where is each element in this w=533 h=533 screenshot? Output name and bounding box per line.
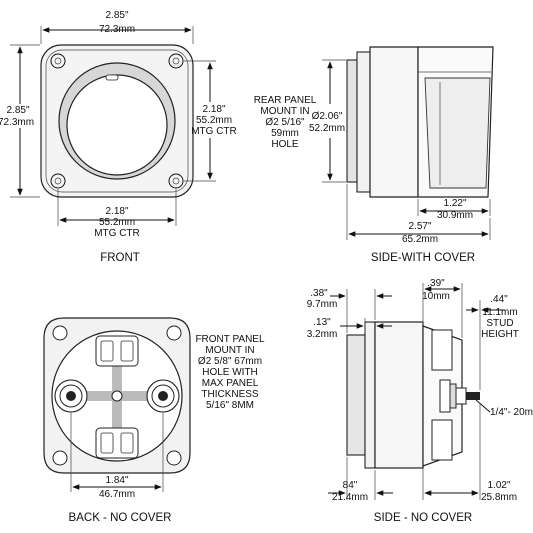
back-mount-hole-tl — [52, 325, 68, 341]
back-note-line6: THICKNESS — [201, 389, 259, 400]
front-mount-hole-bl — [50, 173, 66, 189]
side-dia-in: Ø2.06" — [312, 111, 343, 122]
nc-flange — [364, 321, 376, 469]
nc-d-label2: HEIGHT — [481, 329, 519, 340]
rear-panel-line3: Ø2 5/16" — [265, 117, 305, 128]
nc-a-in: .38" — [310, 288, 328, 299]
nc-f-in: 1.02" — [487, 480, 510, 491]
back-note-line7: 5/16" 8MM — [206, 400, 254, 411]
front-mount-hole-tr — [168, 53, 184, 69]
side-with-cover-view: REAR PANEL MOUNT IN Ø2 5/16" 59mm HOLE Ø… — [254, 46, 494, 264]
back-note-line2: MOUNT IN — [205, 345, 254, 356]
side-depth1-mm: 30.9mm — [437, 210, 473, 221]
front-mtg-right-in: 2.18" — [202, 104, 225, 115]
back-mount-hole-tr — [166, 325, 182, 341]
back-title: BACK - NO COVER — [69, 512, 172, 524]
back-note-line3: Ø2 5/8" 67mm — [198, 356, 262, 367]
back-mount-hole-br — [166, 450, 182, 466]
nc-boot-bottom — [431, 419, 453, 461]
side-depth2-in: 2.57" — [408, 221, 431, 232]
back-boot-bottom — [95, 427, 139, 459]
knob-indicator — [105, 74, 119, 81]
front-mtg-bottom-in: 2.18" — [105, 206, 128, 217]
side-dia-mm: 52.2mm — [309, 123, 345, 134]
front-height-in: 2.85" — [6, 105, 29, 116]
back-boot-top — [95, 335, 139, 367]
nc-c-mm: 10mm — [422, 291, 450, 302]
back-center-hub — [111, 390, 123, 402]
back-note-line5: MAX PANEL — [202, 378, 259, 389]
back-view: FRONT PANEL MOUNT IN Ø2 5/8" 67mm HOLE W… — [43, 317, 265, 524]
nc-c-in: .39" — [427, 278, 445, 289]
side-cover-title: SIDE-WITH COVER — [371, 252, 475, 264]
rear-panel-line5: HOLE — [271, 139, 299, 150]
front-mtg-right-label: MTG CTR — [191, 126, 237, 137]
rear-boss — [346, 59, 358, 183]
front-mount-hole-tl — [50, 53, 66, 69]
front-height-mm: 72.3mm — [0, 117, 34, 128]
nc-b-in: .13" — [313, 317, 331, 328]
nc-b-mm: 3.2mm — [307, 329, 338, 340]
back-note-line4: HOLE WITH — [202, 367, 258, 378]
nc-stud — [466, 392, 480, 400]
front-width-in: 2.85" — [105, 10, 128, 21]
nc-boot-top — [431, 329, 453, 371]
rear-panel-line4: 59mm — [271, 128, 299, 139]
nc-d-in: .44" — [490, 294, 508, 305]
side-depth2-mm: 65.2mm — [402, 234, 438, 245]
front-title: FRONT — [100, 252, 140, 264]
rear-panel-line2: MOUNT IN — [260, 106, 309, 117]
nc-e-mm: 21.4mm — [332, 492, 368, 503]
front-mount-hole-br — [168, 173, 184, 189]
back-note-line1: FRONT PANEL — [195, 334, 265, 345]
nc-f-mm: 25.8mm — [481, 492, 517, 503]
front-width-mm: 72.3mm — [99, 24, 135, 35]
back-mount-hole-bl — [52, 450, 68, 466]
back-stud-in: 1.84" — [105, 475, 128, 486]
cover-body — [369, 46, 419, 198]
nc-e-in: 84" — [343, 480, 358, 491]
side-depth1-in: 1.22" — [443, 198, 466, 209]
nc-body — [374, 321, 424, 469]
nc-a-mm: 9.7mm — [307, 299, 338, 310]
front-mtg-right-mm: 55.2mm — [196, 115, 232, 126]
flange — [356, 51, 371, 193]
side-nocover-title: SIDE - NO COVER — [374, 512, 472, 524]
front-knob-face — [66, 74, 168, 176]
front-view: 2.85" 72.3mm 2.85" 72.3mm 2.18" 55.2mm M… — [0, 10, 237, 264]
back-stud-mm: 46.7mm — [99, 489, 135, 500]
nc-thread: 1/4"- 20mm — [490, 407, 533, 418]
front-mtg-bottom-label: MTG CTR — [94, 228, 140, 239]
front-mtg-bottom-mm: 55.2mm — [99, 217, 135, 228]
nc-d-mm: 11.1mm — [482, 307, 517, 318]
side-no-cover-view: .38" 9.7mm .13" 3.2mm .39" 10mm .44" 11.… — [307, 278, 533, 524]
nc-rear-boss — [346, 334, 366, 456]
rear-panel-line1: REAR PANEL — [254, 95, 317, 106]
nc-d-label1: STUD — [486, 318, 513, 329]
